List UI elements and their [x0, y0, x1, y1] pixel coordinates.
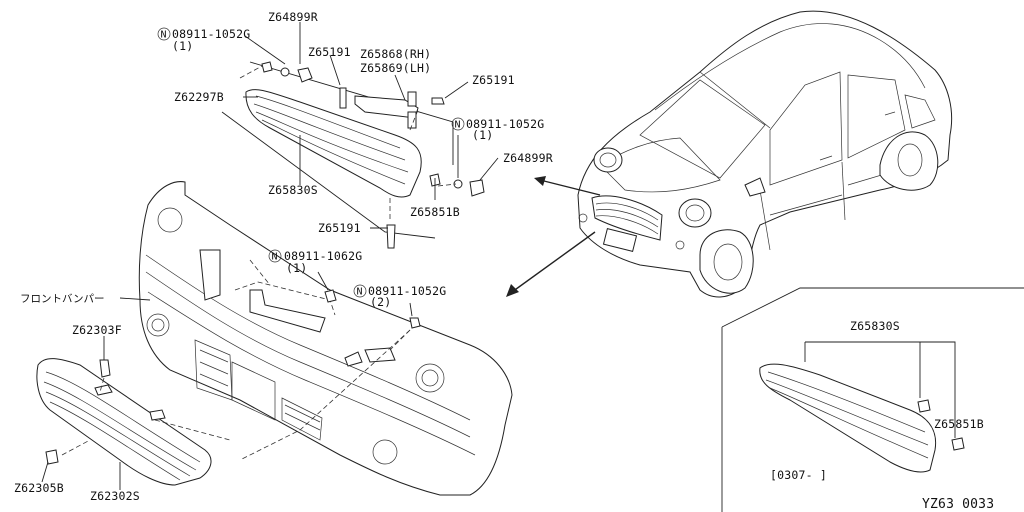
clip-prefix-3: N	[272, 252, 278, 263]
label-inset-clip: Z65851B	[934, 417, 984, 431]
label-lower-bolt-qty: (2)	[370, 295, 391, 309]
label-right-clip: 08911-1052G	[466, 117, 544, 131]
label-bracket-rh: Z65868(RH)	[360, 47, 431, 61]
label-lower-pin: Z65191	[318, 221, 361, 235]
lower-grille	[36, 358, 231, 486]
label-mid-bolt: 08911-1062G	[284, 249, 362, 263]
label-bracket-left: Z65191	[308, 45, 351, 59]
label-bracket-lh: Z65869(LH)	[360, 61, 431, 75]
label-top-cap: Z64899R	[268, 10, 318, 24]
inset-detail	[721, 287, 1024, 512]
label-right-cap: Z64899R	[503, 151, 553, 165]
label-grille-screw: Z62305B	[14, 481, 64, 495]
label-inset-grille: Z65830S	[850, 319, 900, 333]
car-illustration	[577, 10, 953, 298]
label-upper-grille: Z65830S	[268, 183, 318, 197]
page-code: YZ63 0033	[922, 497, 994, 512]
label-mid-bolt-qty: (1)	[286, 261, 307, 275]
front-bumper	[138, 181, 513, 496]
part-labels: N 08911-1052G (1) Z64899R Z65191 Z65868(…	[14, 10, 994, 512]
label-grille-clip: Z62303F	[72, 323, 122, 337]
label-lower-grille: Z62302S	[90, 489, 140, 503]
label-bracket-right: Z65191	[472, 73, 515, 87]
label-grille-upper-left: Z62297B	[174, 90, 224, 104]
clip-prefix-2: N	[455, 120, 461, 131]
clip-prefix-1: N	[161, 30, 167, 41]
label-lower-bolt: 08911-1052G	[368, 284, 446, 298]
clip-prefix-4: N	[357, 287, 363, 298]
label-mid-clip: Z65851B	[410, 205, 460, 219]
label-top-left-clip-qty: (1)	[172, 39, 193, 53]
leader-lines	[41, 22, 499, 490]
label-top-left-clip: 08911-1052G	[172, 27, 250, 41]
label-inset-date: [0307- ]	[770, 468, 827, 482]
label-right-clip-qty: (1)	[472, 128, 493, 142]
upper-grille-assembly	[221, 61, 485, 249]
pointer-arrows	[506, 176, 601, 297]
label-front-bumper: フロントバンパー	[20, 293, 105, 305]
